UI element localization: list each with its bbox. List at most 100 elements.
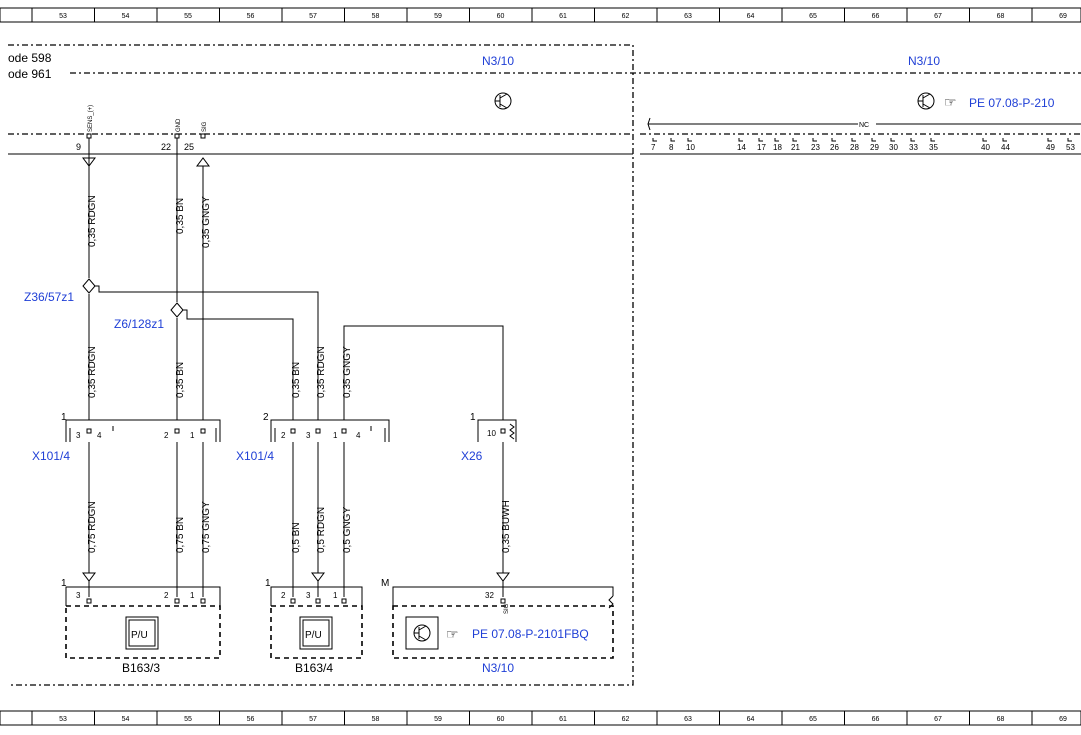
pin-number: 44 bbox=[1001, 143, 1010, 152]
svg-text:4: 4 bbox=[356, 431, 361, 440]
ruler-column-label: 53 bbox=[59, 13, 67, 20]
pin-tick bbox=[774, 138, 779, 142]
svg-text:P/U: P/U bbox=[305, 630, 322, 641]
pin-number: 40 bbox=[981, 143, 990, 152]
wire-label: 0,75 BN bbox=[175, 517, 186, 553]
transistor-icon bbox=[494, 92, 512, 110]
pin-number: 35 bbox=[929, 143, 938, 152]
transistor-icon bbox=[413, 624, 431, 642]
pe-reference-top[interactable]: PE 07.08-P-210 bbox=[969, 96, 1055, 110]
svg-text:2: 2 bbox=[263, 412, 269, 423]
ruler-column-label: 67 bbox=[934, 13, 942, 20]
pin-tick bbox=[982, 138, 987, 142]
pin-number: 28 bbox=[850, 143, 859, 152]
svg-text:2: 2 bbox=[164, 431, 169, 440]
ruler-column-label: 56 bbox=[247, 716, 255, 723]
wire-bn-branch bbox=[183, 309, 294, 420]
nc-label: NC bbox=[859, 122, 869, 129]
wire-label: 0,35 RDGN bbox=[87, 195, 98, 247]
ruler-column-label: 64 bbox=[747, 716, 755, 723]
svg-text:GND: GND bbox=[176, 118, 182, 132]
ruler-column-label: 65 bbox=[809, 13, 817, 20]
module-n310-bottom[interactable]: M 32 SIG ☞ PE 07.08-P-2101FBQ bbox=[381, 578, 614, 659]
top-pin-22: GND 22 bbox=[161, 118, 182, 152]
ruler-column-label: 60 bbox=[497, 716, 505, 723]
pin-number: 26 bbox=[830, 143, 839, 152]
pin-tick bbox=[687, 138, 692, 142]
pin-tick bbox=[738, 138, 743, 142]
ruler-column-label: 60 bbox=[497, 13, 505, 20]
bracket-left bbox=[647, 117, 651, 131]
component-label-b1634: B163/4 bbox=[295, 661, 333, 675]
pin-number: 8 bbox=[669, 143, 674, 152]
connector-label-x26[interactable]: X26 bbox=[461, 449, 483, 463]
ruler-column-label: 55 bbox=[184, 13, 192, 20]
wire-label: 0,75 GNGY bbox=[201, 501, 212, 553]
ruler-column-label: 67 bbox=[934, 716, 942, 723]
pin-number: 14 bbox=[737, 143, 746, 152]
connector-x1014-right: 2 2 3 1 4 bbox=[263, 412, 390, 442]
pin-tick bbox=[652, 138, 657, 142]
ruler-column-label: 66 bbox=[872, 716, 880, 723]
pin-number: 49 bbox=[1046, 143, 1055, 152]
svg-text:4: 4 bbox=[97, 431, 102, 440]
pointing-hand-icon: ☞ bbox=[446, 626, 459, 642]
component-b1633[interactable]: 1 3 2 1 P/U bbox=[61, 578, 221, 659]
wire-label: 0,5 BN bbox=[291, 522, 302, 553]
top-pin-9: SENS_(+) 9 bbox=[76, 105, 94, 152]
wire-label: 0,35 GNGY bbox=[201, 196, 212, 248]
arrow-down-icon bbox=[496, 572, 510, 582]
connector-label-x1014-right[interactable]: X101/4 bbox=[236, 449, 274, 463]
wire-label: 0,5 RDGN bbox=[316, 507, 327, 553]
svg-text:SIG: SIG bbox=[504, 603, 510, 614]
pin-number: 53 bbox=[1066, 143, 1075, 152]
code-961-label: ode 961 bbox=[8, 67, 52, 81]
connector-label-x1014-left[interactable]: X101/4 bbox=[32, 449, 70, 463]
svg-text:3: 3 bbox=[76, 431, 81, 440]
pin-tick bbox=[758, 138, 763, 142]
pin-tick bbox=[910, 138, 915, 142]
pin-tick bbox=[890, 138, 895, 142]
connector-x26: 1 10 bbox=[470, 412, 517, 442]
wire-label: 0,35 BUWH bbox=[501, 500, 512, 553]
svg-text:SENS_(+): SENS_(+) bbox=[88, 105, 94, 132]
svg-text:1: 1 bbox=[333, 591, 338, 600]
ruler-column-label: 64 bbox=[747, 13, 755, 20]
connector-x1014-left: 1 3 4 2 1 bbox=[61, 412, 221, 442]
wire-rdgn-branch bbox=[95, 285, 319, 420]
svg-text:10: 10 bbox=[487, 429, 496, 438]
pin-tick bbox=[670, 138, 675, 142]
svg-text:9: 9 bbox=[76, 142, 81, 152]
splice-diamond bbox=[82, 278, 96, 294]
wire-label: 0,35 GNGY bbox=[342, 346, 353, 398]
ruler-column-label: 61 bbox=[559, 716, 567, 723]
pin-number: 18 bbox=[773, 143, 782, 152]
pin-tick bbox=[792, 138, 797, 142]
arrow-down-icon bbox=[311, 572, 325, 582]
svg-text:1: 1 bbox=[470, 412, 476, 423]
pin-tick bbox=[1047, 138, 1052, 142]
ruler-column-label: 61 bbox=[559, 13, 567, 20]
pe-reference-bottom: PE 07.08-P-2101FBQ bbox=[472, 627, 589, 641]
ruler-column-label: 59 bbox=[434, 13, 442, 20]
wire-label: 0,35 RDGN bbox=[87, 346, 98, 398]
splice-diamond bbox=[170, 302, 184, 318]
ruler-column-label: 54 bbox=[122, 716, 130, 723]
splice-z6[interactable]: Z6/128z1 bbox=[114, 317, 164, 331]
ruler-column-label: 66 bbox=[872, 13, 880, 20]
pin-number: 7 bbox=[651, 143, 656, 152]
ruler-column-label: 62 bbox=[622, 716, 630, 723]
svg-text:1: 1 bbox=[190, 431, 195, 440]
splice-z36[interactable]: Z36/57z1 bbox=[24, 290, 74, 304]
wire-label: 0,35 RDGN bbox=[316, 346, 327, 398]
pin-tick bbox=[831, 138, 836, 142]
n310-label-bottom: N3/10 bbox=[482, 661, 514, 675]
pin-number: 29 bbox=[870, 143, 879, 152]
ruler-column-label: 69 bbox=[1059, 716, 1067, 723]
pin-tick bbox=[1067, 138, 1072, 142]
ruler-column-label: 69 bbox=[1059, 13, 1067, 20]
component-b1634[interactable]: 1 2 3 1 P/U bbox=[265, 578, 363, 659]
svg-text:M: M bbox=[381, 578, 389, 589]
